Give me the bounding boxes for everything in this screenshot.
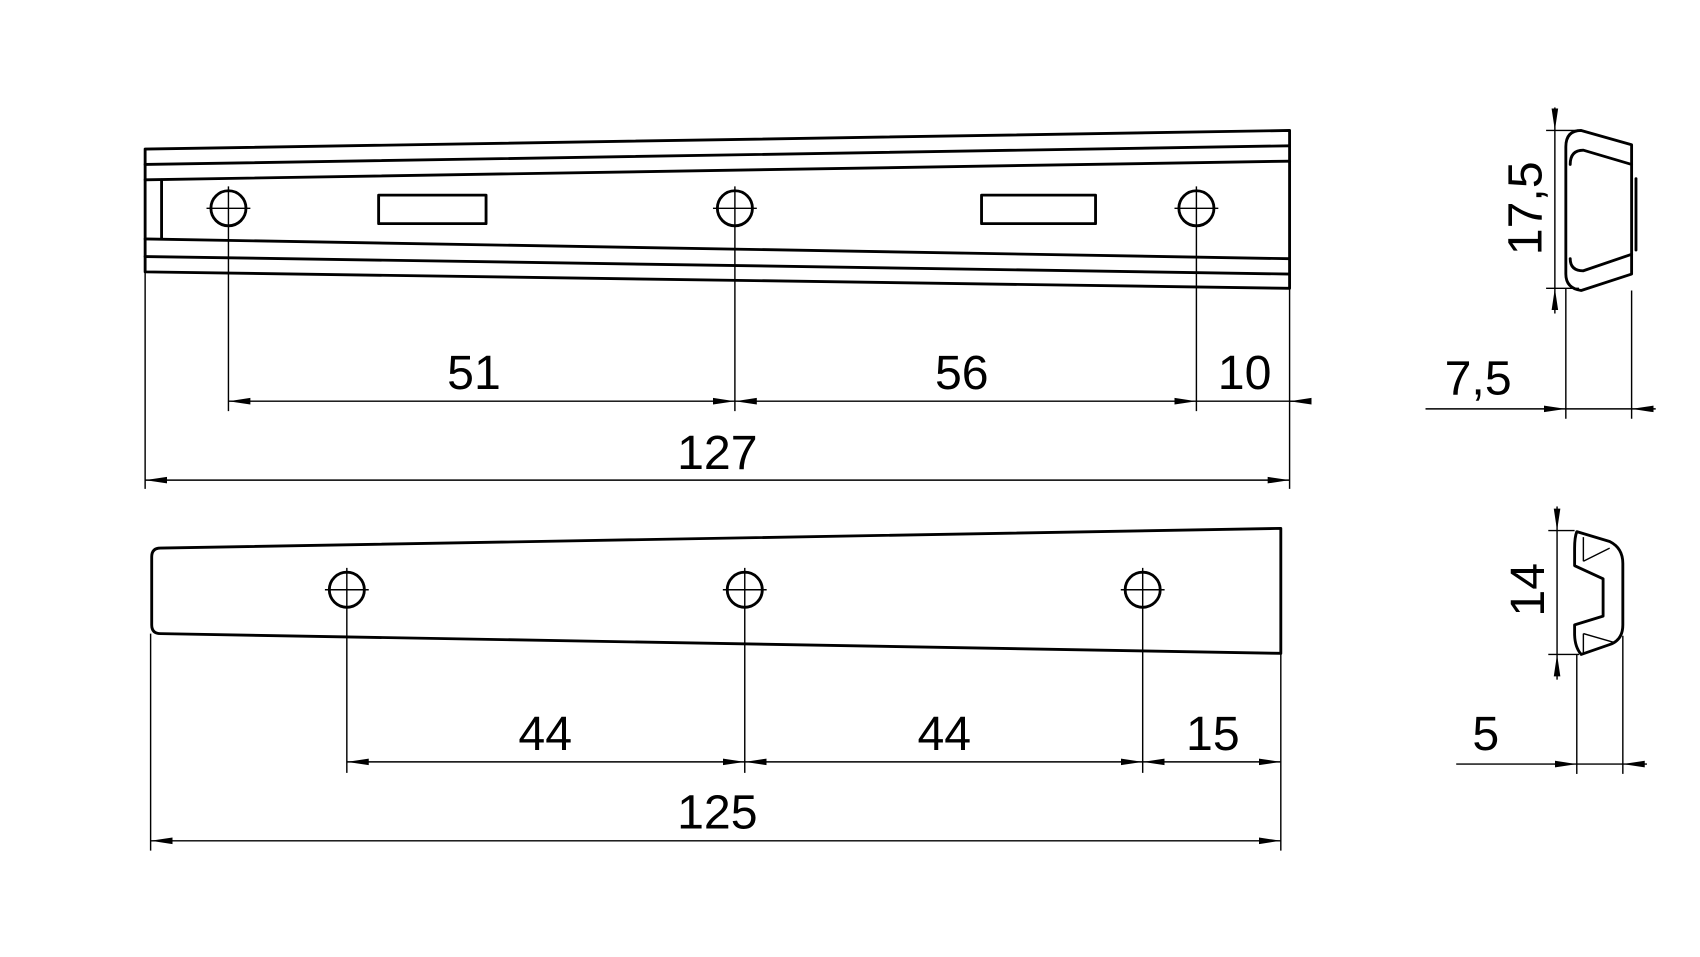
bottom-view-rail [150,526,1283,773]
slot [980,193,1097,226]
dimension-label: 7,5 [1445,352,1512,406]
bottom-profile-section [1573,530,1625,656]
top-profile-dimensions: 7,5 17,5 [1425,107,1656,419]
rail-edge-line [143,255,1292,276]
mounting-hole [206,186,251,412]
dimension-label: 5 [1472,707,1499,761]
dimension-label: 17,5 [1499,161,1553,255]
top-view-dimensions: 51 56 10 127 [144,271,1312,489]
rail-edge-line [143,144,1292,166]
dimension-label: 127 [677,426,757,480]
dimension-label: 56 [935,346,989,400]
top-profile-section [1564,129,1638,292]
rail-edge-line [143,237,1292,261]
mounting-hole [1120,567,1165,773]
mounting-hole [712,186,757,412]
rail-outline [150,526,1283,655]
bottom-profile-dimensions: 5 14 [1456,506,1647,774]
dimension-label: 15 [1186,707,1240,761]
mounting-hole [324,567,369,773]
dimension-label: 125 [677,786,757,840]
slot [377,193,488,226]
dimension-label: 10 [1218,346,1272,400]
top-view-rail [143,129,1292,412]
mounting-hole [1174,186,1219,412]
dimension-label: 44 [518,707,572,761]
dimension-label: 44 [917,707,971,761]
mounting-hole [722,567,767,773]
rail-edge-line [143,159,1292,182]
dimension-label: 14 [1501,563,1555,617]
bottom-view-dimensions: 44 44 15 125 [149,633,1282,851]
dimension-label: 51 [447,346,501,400]
